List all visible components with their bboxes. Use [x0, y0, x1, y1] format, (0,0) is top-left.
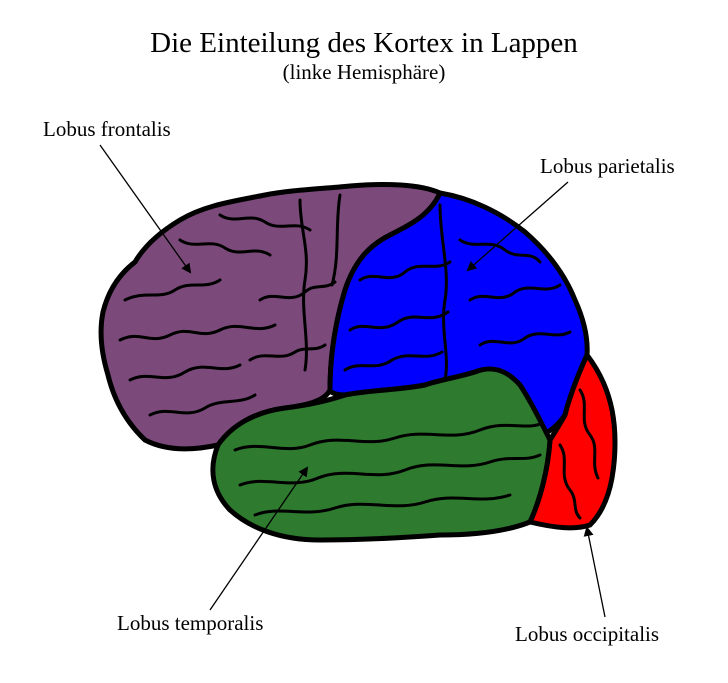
temporal-gyri — [233, 422, 542, 517]
parietal-gyri — [343, 203, 572, 382]
leader-line-frontal — [99, 144, 192, 274]
label-lobus-temporalis: Lobus temporalis — [117, 611, 264, 635]
occipital-lobe — [526, 350, 618, 531]
label-lobus-frontalis: Lobus frontalis — [43, 117, 171, 141]
leader-line-temporal — [209, 466, 309, 611]
diagram-subtitle: (linke Hemisphäre) — [282, 60, 446, 84]
leader-line-parietal — [466, 181, 569, 272]
occipital-gyri — [558, 388, 600, 520]
label-lobus-occipitalis: Lobus occipitalis — [515, 622, 660, 646]
label-lobus-parietalis: Lobus parietalis — [540, 154, 675, 178]
leader-line-occipital — [583, 526, 606, 618]
diagram-title: Die Einteilung des Kortex in Lappen — [150, 27, 578, 59]
frontal-gyri — [118, 193, 342, 417]
